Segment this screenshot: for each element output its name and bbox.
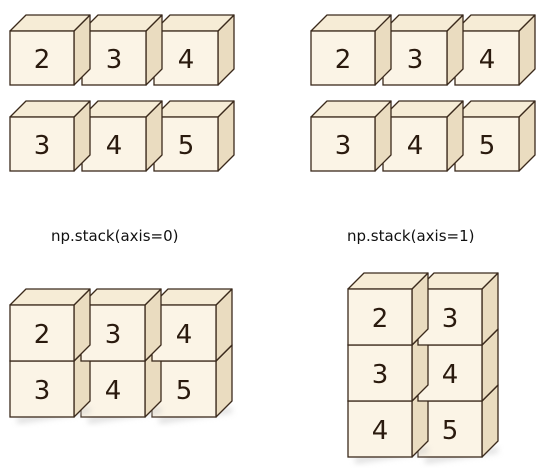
cube-value: 3 (335, 131, 352, 161)
input-arrays-left: 5 4 3 4 3 2 (9, 14, 235, 172)
cube: 3 (417, 272, 499, 346)
cube: 5 (153, 100, 235, 172)
cube: 4 (153, 14, 235, 86)
cube-value: 4 (106, 131, 123, 161)
cube-front-face (310, 116, 376, 172)
cube-value: 3 (105, 320, 122, 350)
cube-front-face (153, 116, 219, 172)
cube-front-face (347, 288, 413, 346)
cube: 3 (81, 14, 163, 86)
cube-front-face (9, 304, 75, 362)
cube-front-face (310, 30, 376, 86)
cube-value: 4 (372, 416, 389, 446)
cube-value: 4 (105, 376, 122, 406)
cube: 3 (9, 100, 91, 172)
cube: 4 (81, 100, 163, 172)
cube-front-face (417, 288, 483, 346)
cube-value: 5 (178, 131, 195, 161)
result-axis0: 5 4 3 4 3 2 (9, 288, 233, 424)
cube-front-face (454, 116, 520, 172)
cube-value: 5 (479, 131, 496, 161)
cube-value: 5 (442, 416, 459, 446)
cube: 2 (9, 14, 91, 86)
cube-value: 3 (106, 45, 123, 75)
cube: 4 (382, 100, 464, 172)
cube-front-face (454, 30, 520, 86)
cube-value: 4 (178, 45, 195, 75)
cube-front-face (417, 400, 483, 458)
cube-value: 4 (479, 45, 496, 75)
cube-value: 3 (442, 304, 459, 334)
cube-value: 2 (372, 304, 389, 334)
cube-value: 2 (34, 45, 51, 75)
caption-axis1: np.stack(axis=1) (347, 227, 475, 245)
cube: 4 (151, 288, 233, 362)
cube-front-face (347, 400, 413, 458)
cube-front-face (153, 30, 219, 86)
cube: 3 (310, 100, 392, 172)
cube-value: 3 (372, 360, 389, 390)
cube-value: 2 (34, 320, 51, 350)
cube: 3 (382, 14, 464, 86)
cube-front-face (80, 304, 146, 362)
input-arrays-right: 5 4 3 4 3 2 (310, 14, 536, 172)
cube: 2 (9, 288, 91, 362)
cube-front-face (81, 30, 147, 86)
cube: 3 (80, 288, 162, 362)
cube-value: 3 (34, 131, 51, 161)
result-axis1: 5 4 4 3 3 2 (347, 272, 499, 464)
cube-front-face (9, 116, 75, 172)
cube-value: 2 (335, 45, 352, 75)
cube-front-face (382, 116, 448, 172)
cube: 5 (454, 100, 536, 172)
cube-value: 4 (176, 320, 193, 350)
cube-value: 4 (442, 360, 459, 390)
cube: 2 (347, 272, 429, 346)
cube-front-face (81, 116, 147, 172)
cube: 4 (454, 14, 536, 86)
cube-front-face (9, 30, 75, 86)
cube-value: 3 (34, 376, 51, 406)
cube: 2 (310, 14, 392, 86)
cube-value: 3 (407, 45, 424, 75)
caption-axis0: np.stack(axis=0) (51, 227, 179, 245)
cube-front-face (382, 30, 448, 86)
cube-front-face (151, 304, 217, 362)
cube-value: 4 (407, 131, 424, 161)
cube-value: 5 (176, 376, 193, 406)
cube-front-face (347, 344, 413, 402)
